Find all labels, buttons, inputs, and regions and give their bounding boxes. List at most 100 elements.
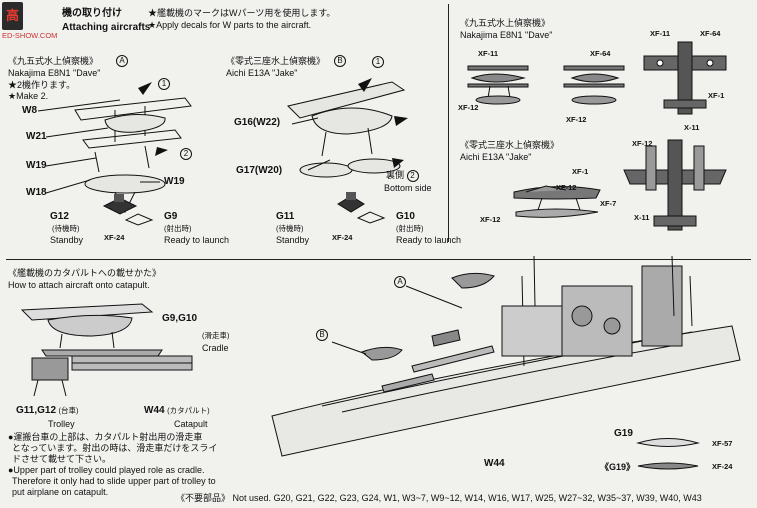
- trolley-part: G11,G12: [16, 405, 57, 416]
- decal-e8n1-xf64-b: XF-64: [700, 29, 721, 38]
- ship-w44: W44: [484, 458, 505, 469]
- catapult-note-jp-1: となっています。射出の時は、滑走車だけをスライ: [12, 443, 218, 453]
- part-w19-right: W19: [164, 176, 185, 187]
- part-g10: G10: [396, 211, 415, 222]
- g12-jp: (待機時): [52, 224, 80, 233]
- part-g16: G16(W22): [234, 117, 281, 128]
- decal-e13a-xf12-c: XF-12: [632, 139, 653, 148]
- decal-e8n1-xf1: XF-1: [708, 91, 725, 100]
- catapult-note-jp-2: ドさせて載せて下さい。: [12, 454, 112, 464]
- bottom-jp-label: 裏側: [386, 170, 405, 180]
- g10-en: Ready to launch: [396, 235, 462, 245]
- e13a-en-name: Aichi E13A "Jake": [226, 68, 298, 78]
- decal-e13a-xf12-a: XF-12: [556, 183, 577, 192]
- catapult-w44-label: W44 (カタパルト): [144, 405, 210, 416]
- e8n1-arrows: [37, 82, 168, 194]
- e8n1-xf24: XF-24: [104, 233, 125, 242]
- g19-xf24: XF-24: [712, 462, 733, 471]
- g19-part-bottom: [637, 462, 699, 470]
- catapult-w44-part: W44: [144, 405, 165, 416]
- footer-unused: 《不要部品》 Not used. G20, G21, G22, G23, G24…: [176, 493, 702, 503]
- cradle-en: Cradle: [202, 343, 229, 353]
- e8n1-assembly-drawing: [74, 97, 192, 214]
- e13a-arrows: [291, 78, 408, 171]
- e8n1-jp-name: 《九五式水上偵察機》: [8, 56, 99, 66]
- ship-marker-b: B: [316, 329, 328, 341]
- header-en-note: ★Apply decals for W parts to the aircraf…: [148, 20, 312, 30]
- e13a-trolley-ready-icon: [356, 211, 386, 224]
- header-jp-note: ★艦載機のマークはWパーツ用を使用します。: [148, 8, 336, 18]
- e13a-side-view: [513, 185, 601, 218]
- part-g9-g10: G9,G10: [162, 313, 198, 324]
- trolley-jp: (台車): [58, 406, 79, 415]
- part-g12: G12: [50, 211, 69, 222]
- trolley-ready-icon: [124, 213, 154, 226]
- e8n1-top-view: [643, 41, 727, 115]
- g9-jp: (射出時): [164, 224, 192, 233]
- ship-marker-a: A: [394, 276, 406, 288]
- marker-a: A: [116, 55, 128, 67]
- trolley-label: G11,G12 (台車): [16, 405, 79, 416]
- section-divider-horizontal: [6, 259, 751, 260]
- part-g9: G9: [164, 211, 178, 222]
- trolley-en: Trolley: [48, 419, 75, 429]
- e13a-decal-jp-name: 《零式三座水上偵察機》: [460, 140, 560, 150]
- decal-e8n1-xf64-a: XF-64: [590, 49, 611, 58]
- decal-e8n1-xf12-a: XF-12: [458, 103, 479, 112]
- decal-e8n1-xf11-b: XF-11: [650, 29, 671, 38]
- decal-e13a-x11-b: X-11: [634, 213, 650, 222]
- catapult-note-en-0: ●Upper part of trolley could played role…: [8, 465, 205, 475]
- catapult-w44-en: Catapult: [174, 419, 208, 429]
- catapult-note-en-1: Therefore it only had to slide upper par…: [12, 476, 216, 486]
- e13a-xf24: XF-24: [332, 233, 353, 242]
- e13a-step1: 1: [372, 56, 384, 68]
- bottom-side-jp: 裏側 2: [386, 170, 419, 182]
- catapult-note-jp-0: ●運搬台車の上部は、カタパルト射出用の滑走車: [8, 432, 203, 442]
- catapult-drawing: [20, 303, 193, 397]
- watermark-text: ED-SHOW.COM: [2, 31, 58, 40]
- part-w8: W8: [22, 105, 37, 116]
- e8n1-make2-jp: ★2機作ります。: [8, 80, 76, 90]
- part-g11: G11: [276, 211, 295, 222]
- catapult-note-en-2: put airplane on catapult.: [12, 487, 109, 497]
- decal-e13a-xf1: XF-1: [572, 167, 589, 176]
- g19-part-top: [636, 438, 700, 447]
- footer-jp: 《不要部品》: [176, 493, 231, 503]
- e8n1-make2-en: ★Make 2.: [8, 91, 49, 101]
- g19-xf57: XF-57: [712, 439, 733, 448]
- g12-en: Standby: [50, 235, 84, 245]
- e8n1-side-view: [467, 65, 529, 105]
- decal-e8n1-xf11-a: XF-11: [478, 49, 499, 58]
- e8n1-step1: 1: [158, 78, 170, 90]
- g9-en: Ready to launch: [164, 235, 230, 245]
- e13a-decal-en-name: Aichi E13A "Jake": [460, 152, 532, 162]
- part-g17: G17(W20): [236, 165, 283, 176]
- watermark-logo: 高: [2, 2, 24, 30]
- g10-jp: (射出時): [396, 224, 424, 233]
- catapult-en-title: How to attach aircraft onto catapult.: [8, 280, 150, 290]
- e8n1-decal-en-name: Nakajima E8N1 "Dave": [460, 30, 553, 40]
- marker-b: B: [334, 55, 346, 67]
- g11-en: Standby: [276, 235, 310, 245]
- section-divider-vertical: [448, 4, 449, 242]
- e13a-jp-name: 《零式三座水上偵察機》: [226, 56, 326, 66]
- decal-e13a-xf12-b: XF-12: [480, 215, 501, 224]
- g11-jp: (待機時): [276, 224, 304, 233]
- e8n1-decal-jp-name: 《九五式水上偵察機》: [460, 18, 551, 28]
- header-en-title: Attaching aircrafts: [62, 22, 151, 33]
- decal-e8n1-xf12-b: XF-12: [566, 115, 587, 124]
- e13a-trolley-standby-icon: [337, 192, 365, 213]
- ship-drawing: [271, 256, 741, 457]
- e13a-top-view: [623, 139, 727, 231]
- decal-e13a-x11-a: X-11: [684, 123, 700, 132]
- header-jp-title: 機の取り付け: [62, 8, 122, 19]
- g19-box-label: 《G19》: [600, 462, 636, 472]
- catapult-w44-jp: (カタパルト): [167, 406, 210, 415]
- ship-g19: G19: [614, 428, 633, 439]
- cradle-jp: (滑走車): [202, 331, 230, 340]
- e8n1-front-view: [563, 65, 625, 105]
- catapult-jp-title: 《艦載機のカタパルトへの載せかた》: [8, 268, 162, 278]
- part-w18: W18: [26, 187, 47, 198]
- bottom-step2: 2: [406, 170, 419, 182]
- bottom-side-en: Bottom side: [384, 183, 432, 193]
